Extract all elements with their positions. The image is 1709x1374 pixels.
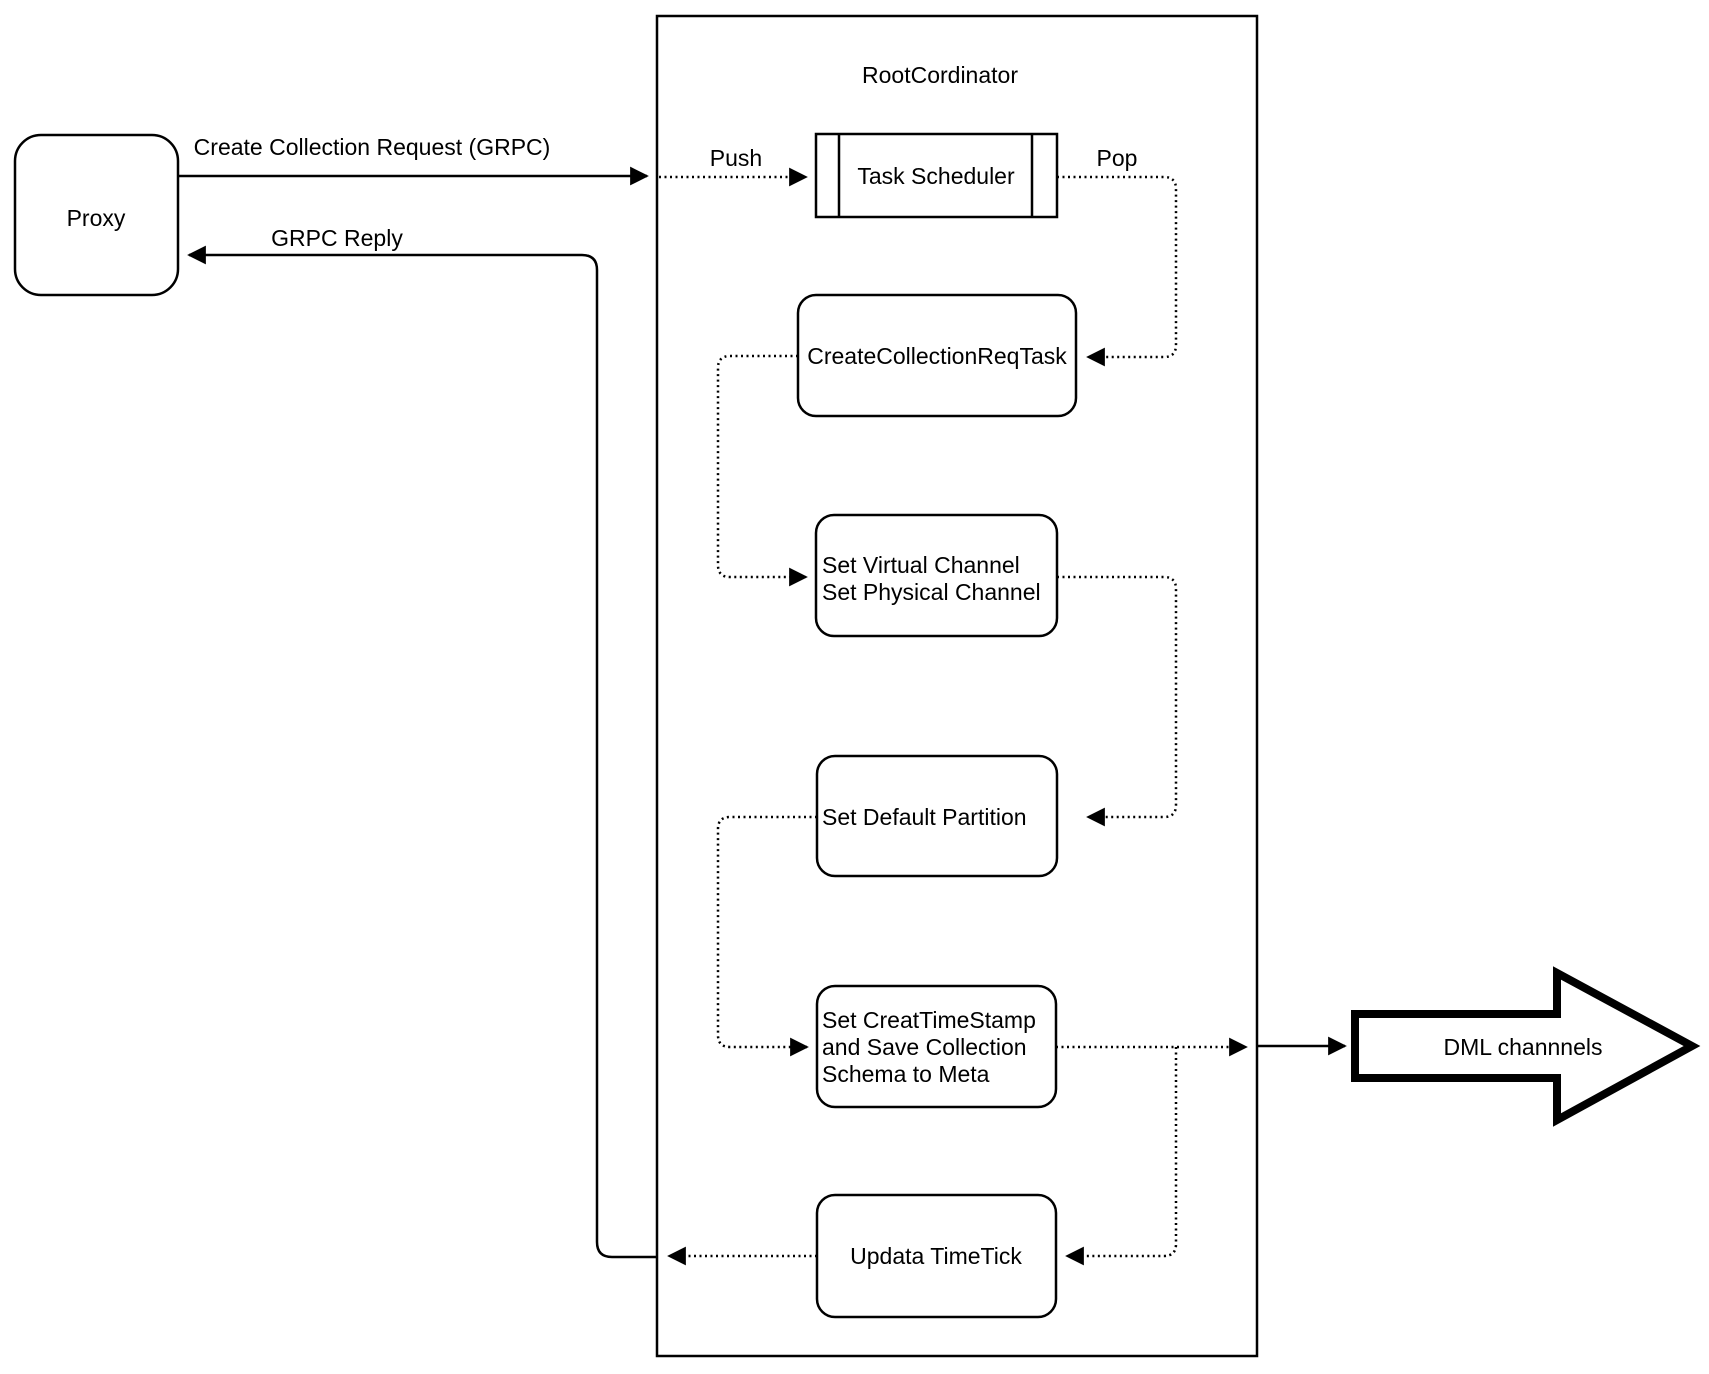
set-channels-label-line1: Set Virtual Channel <box>822 552 1020 578</box>
edge-to-set-creat-timestamp <box>716 815 817 1057</box>
proxy-node <box>13 133 180 297</box>
set-creat-timestamp-label-line3: Schema to Meta <box>822 1061 990 1087</box>
set-creat-timestamp-label-line2: and Save Collection <box>822 1034 1027 1060</box>
task-scheduler-node <box>814 132 1059 219</box>
set-creat-timestamp-label-line1: Set CreatTimeStamp <box>822 1007 1036 1033</box>
set-channels-label-line2: Set Physical Channel <box>822 579 1041 605</box>
rootcoordinator-container <box>655 14 1259 1358</box>
proxy-label: Proxy <box>67 205 126 231</box>
dml-channels-label: DML channnels <box>1444 1034 1603 1060</box>
rootcoordinator-title: RootCordinator <box>862 62 1018 88</box>
task-scheduler-label: Task Scheduler <box>857 163 1015 189</box>
set-default-partition-label: Set Default Partition <box>822 804 1027 830</box>
dml-channels-arrow <box>1351 966 1701 1127</box>
edge-label-push: Push <box>710 145 762 171</box>
create-collection-req-task-label: CreateCollectionReqTask <box>807 343 1067 369</box>
edge-grpc-reply <box>187 245 656 1259</box>
set-channels-node <box>814 513 1059 638</box>
edge-to-set-default-partition <box>1057 575 1178 827</box>
edge-pop <box>1057 175 1178 367</box>
edge-label-create-collection-request: Create Collection Request (GRPC) <box>194 134 551 160</box>
edge-to-updata-timetick <box>1065 1047 1178 1266</box>
edge-to-set-channels <box>716 354 808 587</box>
edge-label-pop: Pop <box>1097 145 1138 171</box>
edge-label-grpc-reply: GRPC Reply <box>271 225 403 251</box>
updata-timetick-label: Updata TimeTick <box>850 1243 1022 1269</box>
